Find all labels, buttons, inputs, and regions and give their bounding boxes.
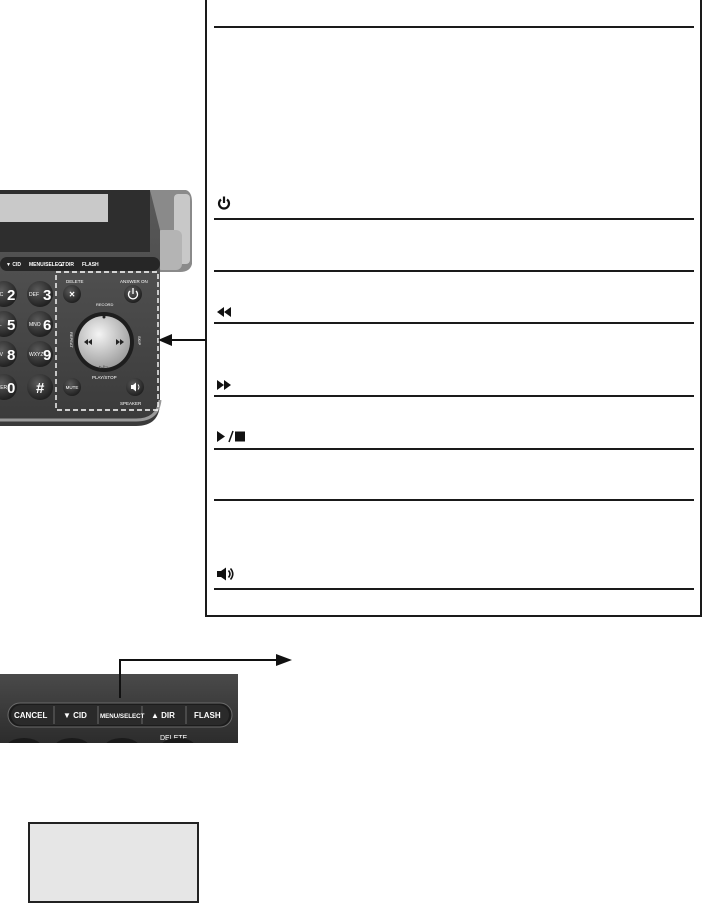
speaker-label: SPEAKER xyxy=(120,401,142,406)
keypad-key: DEF 3 xyxy=(27,281,53,307)
connector-arrow xyxy=(150,320,210,360)
screen-display-box xyxy=(28,822,199,903)
keypad-key-digit: 5 xyxy=(7,317,15,334)
keypad-key-letters: JKL xyxy=(0,322,2,328)
keypad-key-letters: ABC xyxy=(0,292,4,298)
base-button-flash: FLASH xyxy=(82,262,99,268)
keypad-key-digit: 3 xyxy=(43,287,51,304)
keypad-key-digit: 9 xyxy=(43,347,51,364)
base-button-dir: ▲ DIR xyxy=(59,262,74,268)
play-stop-icon xyxy=(216,430,234,444)
table-rule xyxy=(214,395,694,397)
table-rule xyxy=(214,588,694,590)
table-rule xyxy=(214,499,694,501)
base-button-cid: ▼ CID xyxy=(6,262,21,268)
strip-button-flash: FLASH xyxy=(194,711,221,720)
rewind-icon xyxy=(216,306,234,320)
fast-forward-icon xyxy=(216,379,234,393)
repeat-label: REPEAT xyxy=(69,332,74,348)
answer-on-label: ANSWER ON xyxy=(120,279,148,284)
keypad-key: # xyxy=(27,374,53,400)
strip-button-menu-select: MENU/SELECT xyxy=(100,713,145,720)
record-label: RECORD xyxy=(96,302,113,307)
keypad-key-digit: 8 xyxy=(7,347,15,364)
keypad-key-digit: 0 xyxy=(7,380,15,397)
table-rule xyxy=(214,322,694,324)
keypad-key-digit: 6 xyxy=(43,317,51,334)
svg-text:×: × xyxy=(69,290,75,301)
speaker-icon xyxy=(216,567,234,581)
keypad-key-letters: DEF xyxy=(29,292,39,298)
strip-button-dir: ▲ DIR xyxy=(151,711,175,720)
telephone-base-photo: ▼ CID MENU/SELECT ▲ DIR FLASH ABC2DEF3JK… xyxy=(0,190,196,430)
table-rule xyxy=(214,448,694,450)
play-stop-label: PLAY/STOP xyxy=(92,375,117,380)
delete-label: DELETE xyxy=(66,279,84,284)
strip-button-cid: ▼ CID xyxy=(63,711,87,720)
table-rule xyxy=(214,26,694,28)
table-rule xyxy=(214,270,694,272)
svg-text:▷/□: ▷/□ xyxy=(99,365,107,371)
table-rule xyxy=(214,218,694,220)
strip-button-cancel: CANCEL xyxy=(14,711,47,720)
button-description-table xyxy=(205,0,702,617)
skip-label: SKIP xyxy=(137,336,142,345)
keypad-key-letters: MNO xyxy=(29,322,41,328)
menu-select-arrow xyxy=(110,650,300,710)
mute-label: MUTE xyxy=(66,385,79,390)
keypad-key-letters: WXYZ xyxy=(29,352,43,358)
keypad-key-digit: # xyxy=(36,380,45,397)
power-icon xyxy=(216,196,234,210)
keypad-key-digit: 2 xyxy=(7,287,15,304)
